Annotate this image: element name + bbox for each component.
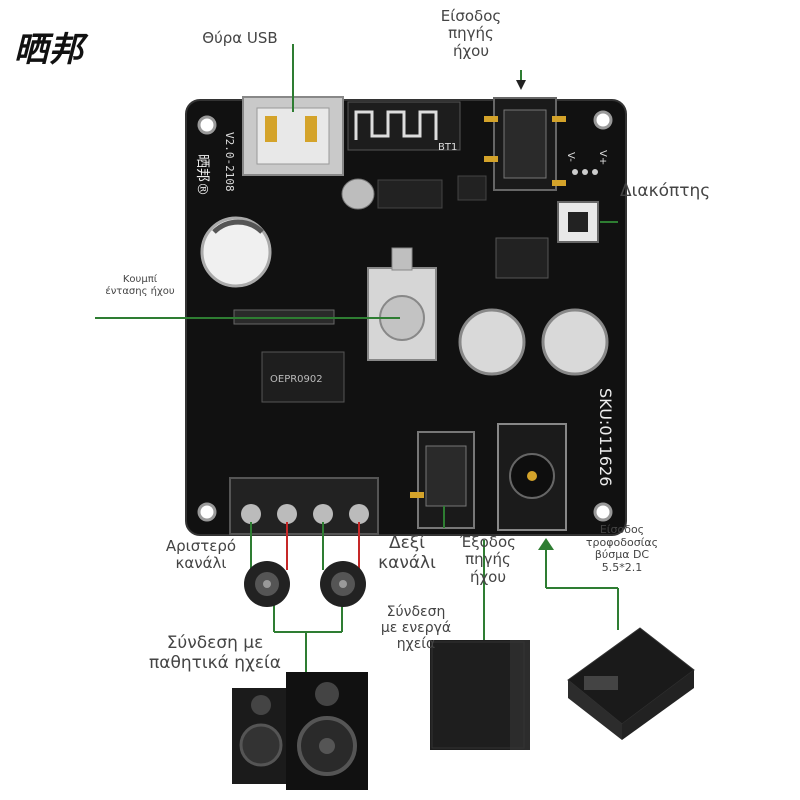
label-active-line: Σύνδεση xyxy=(386,604,446,620)
label-right-line: κανάλι xyxy=(378,552,436,573)
power-supply xyxy=(567,627,695,740)
power-arrow xyxy=(538,538,554,550)
active-speaker xyxy=(430,640,530,750)
label-audio-input-line: πηγής xyxy=(448,24,494,43)
label-audio-input: Είσοδος πηγής ήχου xyxy=(426,7,516,60)
label-audio-input-line: ήχου xyxy=(452,41,490,60)
usb-arrow xyxy=(516,80,526,90)
label-switch: Διακόπτης xyxy=(620,181,711,201)
chip-label: OEPR0902 xyxy=(270,374,323,385)
bt-label: BT1 xyxy=(438,142,457,153)
speaker-driver-right xyxy=(320,561,366,607)
label-power-input: Είσοδος τροφοδοσίας βύσμα DC 5.5*2.1 xyxy=(570,523,674,575)
label-volume-line: έντασης ήχου xyxy=(105,285,175,297)
label-passive-speakers: Σύνδεση με παθητικά ηχεία xyxy=(130,633,300,673)
label-right-line: Δεξί xyxy=(388,533,426,553)
mount-hole xyxy=(197,502,217,522)
speaker-terminal xyxy=(229,477,379,535)
audio-output-jack xyxy=(410,431,475,529)
label-power-line: βύσμα DC xyxy=(594,548,650,562)
label-active-speakers: Σύνδεση με ενεργά ηχεία xyxy=(374,604,458,652)
label-power-line: Είσοδος xyxy=(599,523,645,536)
label-passive-line: Σύνδεση με xyxy=(166,633,264,653)
capacitor-pair xyxy=(458,308,609,376)
board-brand-mark: 晒邦® xyxy=(194,154,210,196)
board-version: V2.0-2108 xyxy=(223,132,236,192)
capacitor-left xyxy=(200,216,272,288)
mount-hole xyxy=(197,115,217,135)
label-passive-line: παθητικά ηχεία xyxy=(149,652,281,673)
label-power-line: 5.5*2.1 xyxy=(601,560,643,574)
label-left-line: Αριστερό xyxy=(165,537,237,555)
switch-v-minus: V- xyxy=(565,152,576,162)
mount-hole xyxy=(593,502,613,522)
label-audio-output-line: πηγής xyxy=(465,550,511,569)
passive-speakers xyxy=(232,672,368,790)
label-audio-output-line: ήχου xyxy=(469,567,507,586)
label-power-line: τροφοδοσίας xyxy=(585,535,659,549)
amplifier-chip: OEPR0902 xyxy=(261,351,345,403)
label-audio-output: Έξοδος πηγής ήχου xyxy=(448,533,528,586)
label-audio-output-line: Έξοδος xyxy=(460,533,516,551)
pcb-board: BT1 V- V+ xyxy=(185,96,627,536)
crystal xyxy=(341,178,375,210)
board-sku: SKU:011626 xyxy=(596,388,615,486)
speaker-driver-left xyxy=(244,561,290,607)
label-volume-line: Κουμπί xyxy=(122,274,158,285)
chip-small xyxy=(457,175,487,201)
bluetooth-module: BT1 xyxy=(347,101,461,153)
label-usb-port: Θύρα USB xyxy=(202,29,278,47)
label-active-line: ηχεία xyxy=(396,636,436,653)
switch: V- V+ xyxy=(557,150,608,243)
label-volume-knob: Κουμπί έντασης ήχου xyxy=(90,274,190,297)
dc-power-jack xyxy=(497,423,567,531)
volume-knob xyxy=(367,247,437,361)
label-left-channel: Αριστερό κανάλι xyxy=(156,537,246,573)
label-audio-input-line: Είσοδος xyxy=(440,7,502,25)
audio-input-jack xyxy=(484,97,566,191)
switch-v-plus: V+ xyxy=(597,150,608,165)
regulator xyxy=(495,237,549,279)
label-right-channel: Δεξί κανάλι xyxy=(372,533,442,573)
label-left-line: κανάλι xyxy=(175,554,227,573)
brand-logo: 晒邦 xyxy=(14,30,84,70)
bt-chip xyxy=(377,179,443,209)
mount-hole xyxy=(593,110,613,130)
label-active-line: με ενεργά xyxy=(380,620,452,637)
